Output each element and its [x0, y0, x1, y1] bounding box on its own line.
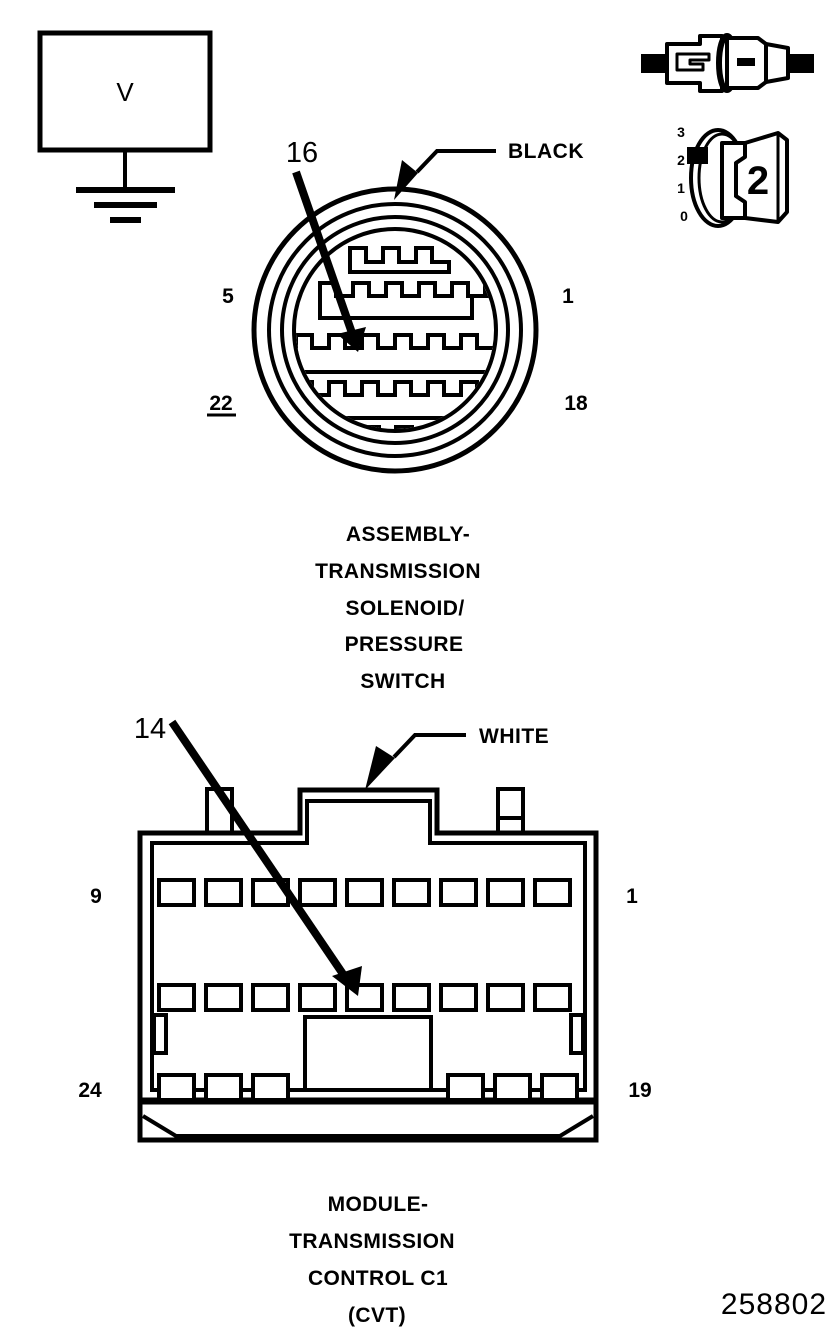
rect-cavity — [540, 1073, 579, 1102]
round-connector-assembly: 5 1 22 18 — [207, 186, 588, 474]
round-pin-label-top-left: 5 — [222, 285, 234, 308]
cavity-scale-3: 3 — [677, 124, 685, 140]
round-pin-label-top-right: 1 — [562, 285, 574, 308]
top-caption-line-3: SOLENOID/ — [345, 597, 464, 620]
rect-side-slot-right — [569, 1013, 585, 1055]
rect-cavity-row-3 — [157, 1073, 579, 1102]
callout-16-arrowhead — [337, 327, 366, 352]
rect-center-key-block — [303, 1015, 433, 1092]
cavity-scale-2: 2 — [677, 152, 685, 168]
callout-16: 16 — [286, 137, 366, 352]
white-leader-line — [392, 733, 466, 759]
rect-pin-label-top-right: 1 — [626, 885, 638, 908]
rect-cavity-row-2 — [157, 983, 572, 1012]
white-leader-arrowhead — [365, 746, 395, 790]
black-wire-label: BLACK — [508, 140, 584, 163]
cavity-index-marker — [687, 147, 708, 164]
white-wire-label: WHITE — [479, 725, 549, 748]
callout-14: 14 — [134, 713, 362, 996]
black-leader-line — [415, 149, 496, 174]
terminal-release-detail-icon: 3 2 1 0 2 — [677, 124, 789, 228]
rect-cavity — [251, 983, 290, 1012]
round-pin-row-3 — [296, 333, 494, 374]
black-leader-arrowhead — [394, 160, 418, 200]
callout-14-arrowhead — [332, 966, 362, 996]
top-caption-line-1: ASSEMBLY- — [346, 523, 470, 546]
bottom-caption-line-4: (CVT) — [348, 1304, 406, 1327]
rect-cavity — [439, 983, 478, 1012]
callout-16-shaft — [292, 170, 356, 335]
rect-cavity — [298, 878, 337, 907]
rect-connector-bottom-lip — [137, 1099, 599, 1143]
callout-14-shaft — [168, 719, 349, 980]
round-connector-pin-field — [296, 246, 494, 429]
earth-ground-icon — [76, 187, 175, 223]
rect-cavity — [533, 983, 572, 1012]
rect-connector-inner-body — [150, 799, 587, 1092]
cavity-badge-label: 2 — [747, 159, 769, 203]
white-wire-callout: WHITE — [365, 725, 549, 790]
top-caption-line-4: PRESSURE — [345, 633, 464, 656]
callout-16-label: 16 — [286, 137, 318, 169]
round-pin-row-1 — [348, 246, 451, 274]
rect-cavity — [493, 1073, 532, 1102]
top-connector-caption: ASSEMBLY- TRANSMISSION SOLENOID/ PRESSUR… — [315, 523, 481, 693]
rect-cavity — [345, 878, 384, 907]
rect-pin-label-top-left: 9 — [90, 885, 102, 908]
rect-connector-assembly: 9 1 24 19 — [78, 787, 652, 1143]
rect-pin-label-bottom-right: 19 — [628, 1079, 651, 1102]
rect-cavity — [298, 983, 337, 1012]
top-caption-line-2: TRANSMISSION — [315, 560, 481, 583]
rect-cavity — [486, 878, 525, 907]
rect-cavity — [204, 1073, 243, 1102]
rect-cavity — [251, 1073, 290, 1102]
bottom-caption-line-1: MODULE- — [328, 1193, 429, 1216]
rect-side-slot-left — [152, 1013, 168, 1055]
voltmeter-box — [37, 30, 213, 153]
rect-cavity — [392, 878, 431, 907]
rect-connector-lip-chamfer — [141, 1114, 595, 1138]
voltmeter-letter: V — [116, 77, 134, 107]
rect-tab-right — [496, 787, 525, 835]
voltmeter-symbol: V — [37, 30, 213, 190]
rect-cavity — [446, 1073, 485, 1102]
bottom-caption-line-2: TRANSMISSION — [289, 1230, 455, 1253]
round-pin-label-bottom-left: 22 — [209, 392, 232, 415]
round-pin-label-bottom-right: 18 — [564, 392, 588, 415]
rect-pin-label-bottom-left: 24 — [78, 1079, 102, 1102]
figure-id-number: 258802 — [721, 1288, 827, 1321]
bottom-caption-line-3: CONTROL C1 — [308, 1267, 448, 1290]
rect-cavity — [486, 983, 525, 1012]
rect-cavity — [204, 983, 243, 1012]
round-pin-row-2 — [318, 281, 494, 320]
rect-cavity — [157, 1073, 196, 1102]
rect-cavity — [533, 878, 572, 907]
rect-cavity-row-1 — [157, 878, 572, 907]
bottom-connector-caption: MODULE- TRANSMISSION CONTROL C1 (CVT) — [289, 1193, 455, 1327]
rect-cavity — [439, 878, 478, 907]
rect-cavity — [157, 983, 196, 1012]
rect-cavity — [392, 983, 431, 1012]
top-caption-line-5: SWITCH — [360, 670, 445, 693]
black-wire-callout: BLACK — [394, 140, 584, 200]
rect-cavity — [204, 878, 243, 907]
connector-pair-icon — [641, 33, 814, 93]
cavity-scale-0: 0 — [680, 208, 688, 224]
cavity-scale-1: 1 — [677, 180, 685, 196]
callout-14-label: 14 — [134, 713, 166, 745]
rect-cavity — [157, 878, 196, 907]
